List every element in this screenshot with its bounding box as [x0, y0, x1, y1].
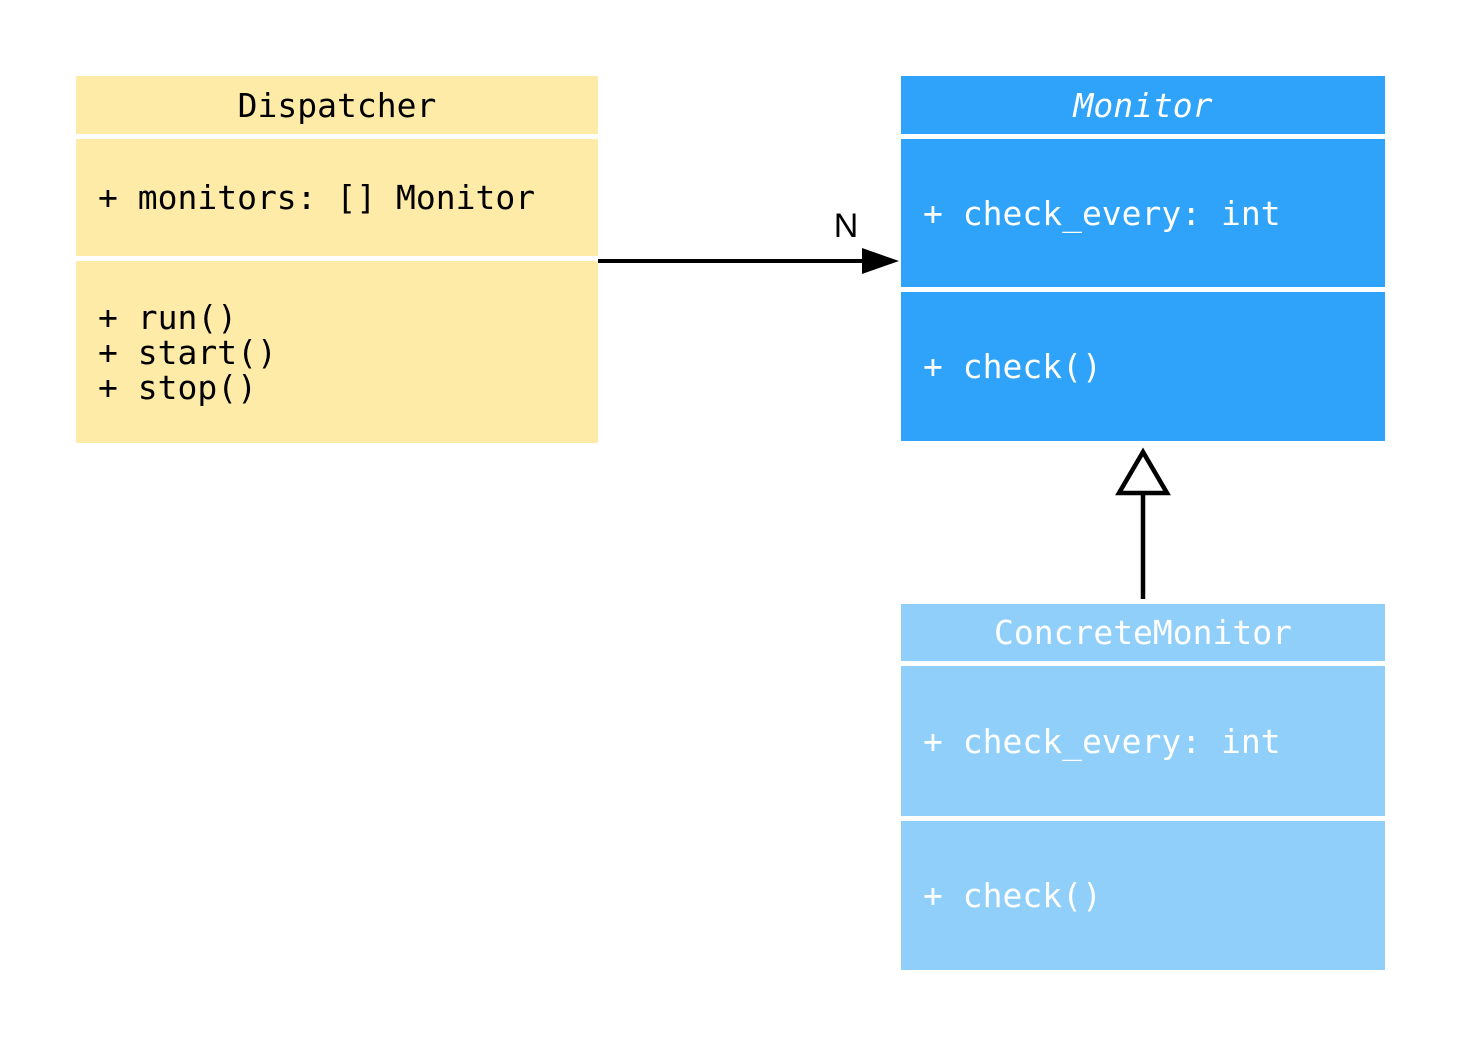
class-methods-monitor: + check(): [901, 292, 1385, 441]
class-attributes-monitor: + check_every: int: [901, 139, 1385, 287]
class-title-concrete-monitor: ConcreteMonitor: [901, 604, 1385, 661]
class-methods-dispatcher: + run() + start() + stop(): [76, 261, 598, 443]
class-attributes-dispatcher: + monitors: [] Monitor: [76, 139, 598, 256]
method-line: + check(): [923, 347, 1102, 386]
class-box-monitor: Monitor + check_every: int + check(): [901, 76, 1385, 441]
filled-arrowhead-icon: [862, 248, 899, 274]
class-box-dispatcher: Dispatcher + monitors: [] Monitor + run(…: [76, 76, 598, 443]
attribute-line: + check_every: int: [923, 721, 1281, 761]
class-title-monitor: Monitor: [901, 76, 1385, 134]
method-line: + start(): [98, 332, 277, 372]
method-line: + run(): [98, 297, 238, 337]
inheritance-arrow-concretemonitor-to-monitor: [1115, 447, 1171, 599]
association-multiplicity-label: N: [833, 207, 859, 245]
class-box-concrete-monitor: ConcreteMonitor + check_every: int + che…: [901, 604, 1385, 970]
attribute-line: + monitors: [] Monitor: [98, 178, 536, 217]
method-line: + stop(): [98, 367, 257, 407]
class-attributes-concrete-monitor: + check_every: int: [901, 666, 1385, 816]
hollow-triangle-arrowhead-icon: [1115, 447, 1171, 496]
association-arrow-dispatcher-to-monitor: [598, 248, 899, 274]
class-title-dispatcher: Dispatcher: [76, 76, 598, 134]
method-line: + check(): [923, 876, 1102, 915]
class-methods-concrete-monitor: + check(): [901, 821, 1385, 970]
attribute-line: + check_every: int: [923, 193, 1281, 233]
